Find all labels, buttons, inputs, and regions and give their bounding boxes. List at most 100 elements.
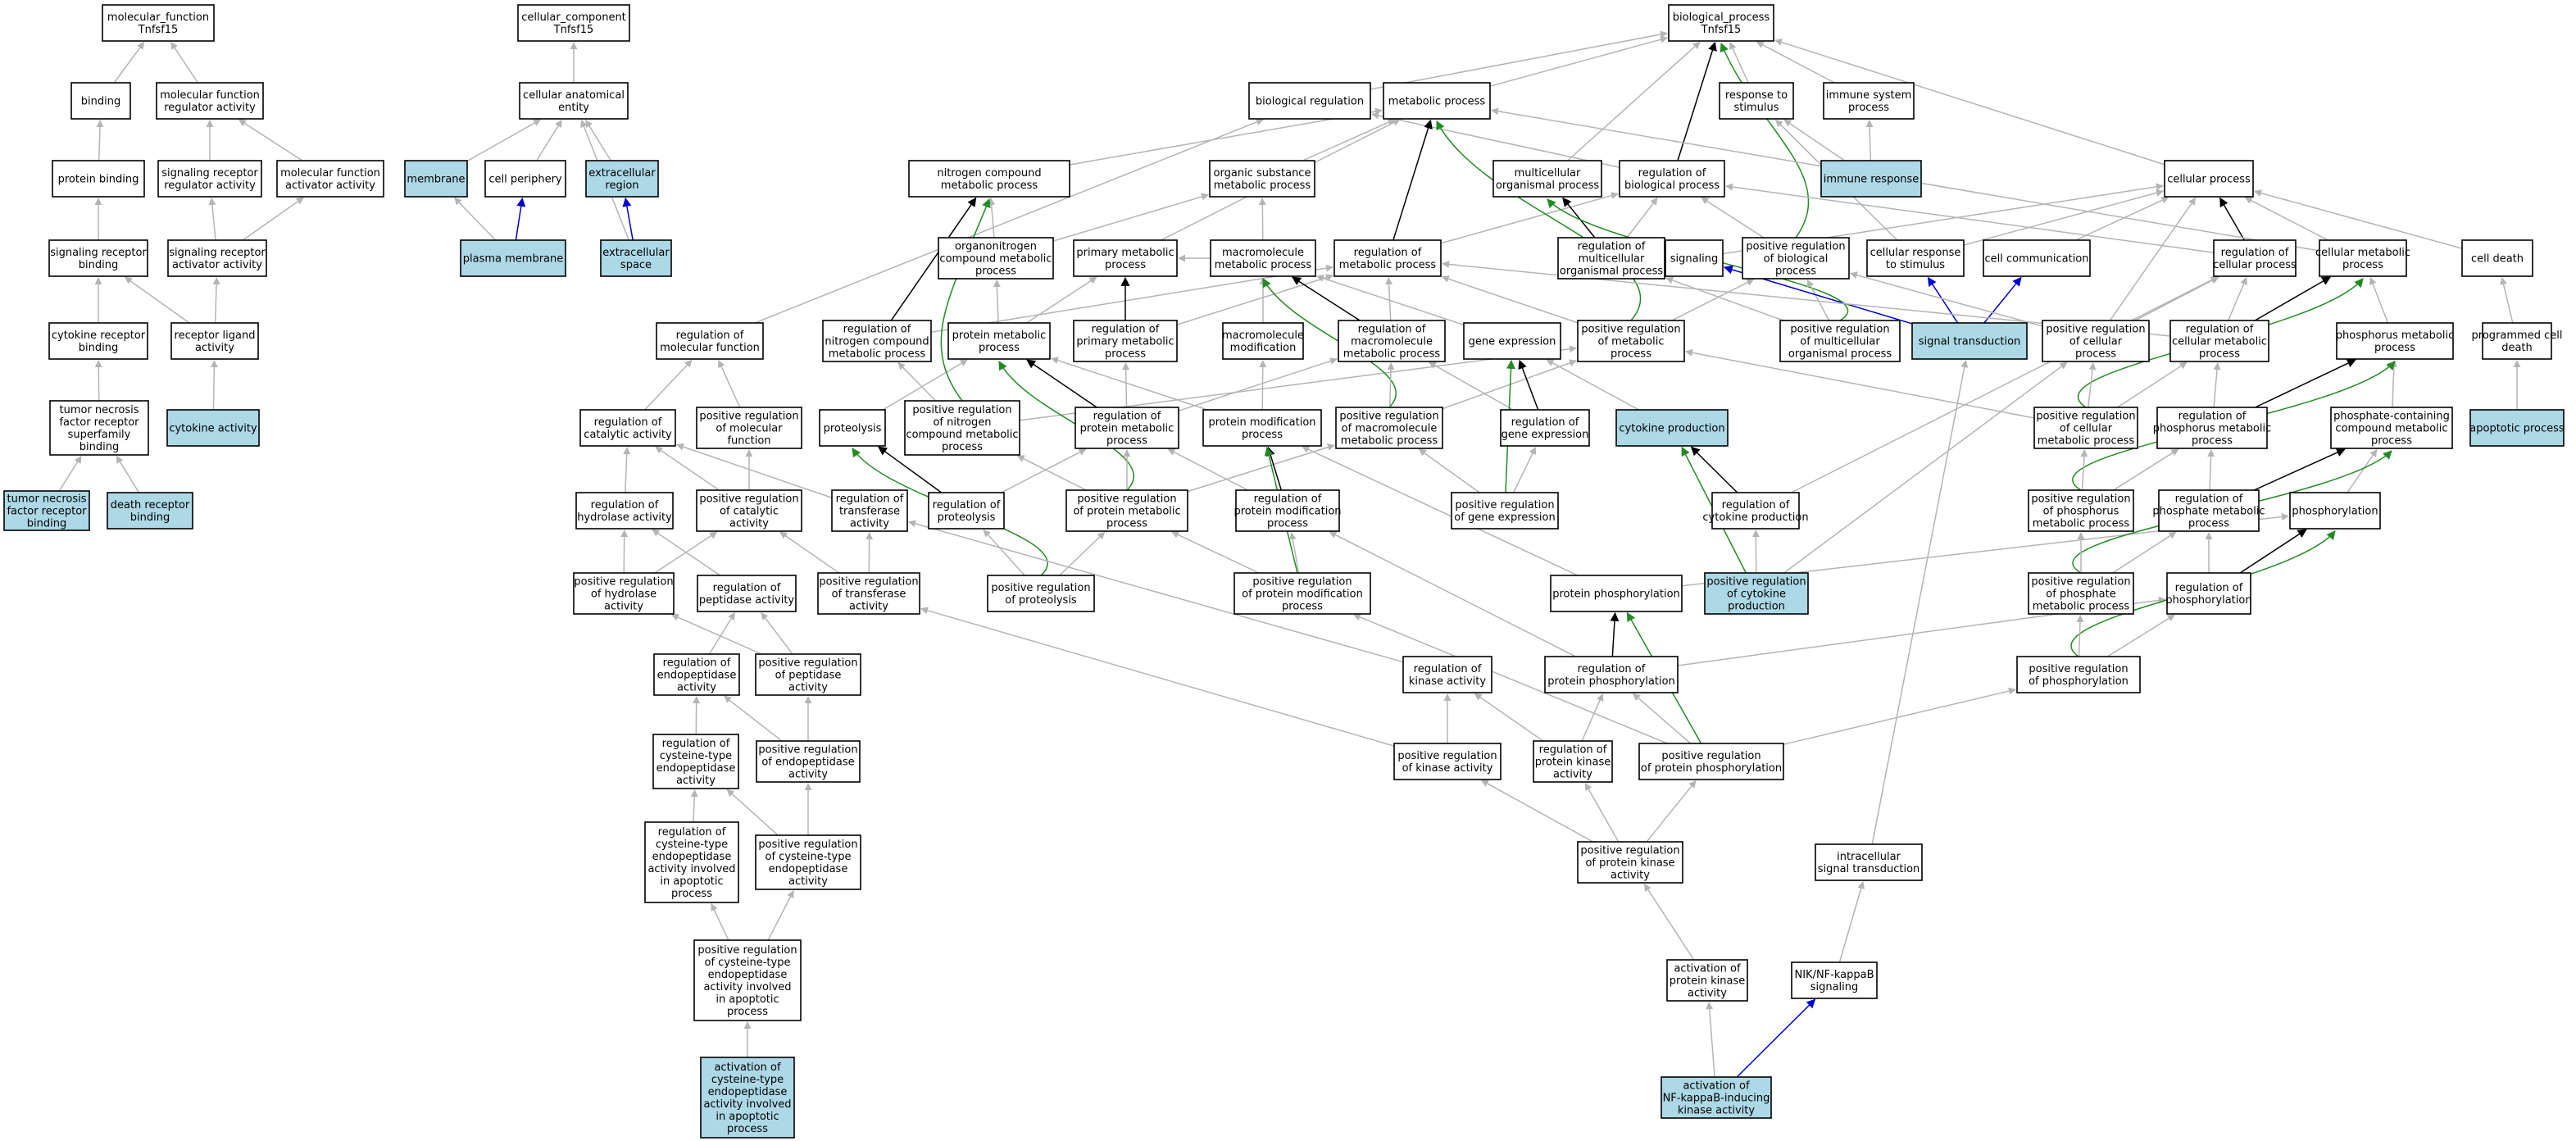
go-term-node[interactable]: proteolysis (819, 409, 886, 447)
go-term-node[interactable]: biological regulation (1248, 82, 1371, 120)
go-term-node[interactable]: protein binding (52, 160, 145, 198)
go-term-node[interactable]: cellular process (2164, 160, 2254, 198)
go-term-node[interactable]: regulation ofcysteine-typeendopeptidasea… (644, 821, 739, 903)
go-term-node[interactable]: signal transduction (1911, 322, 2028, 360)
go-term-node[interactable]: protein phosphorylation (1550, 575, 1683, 612)
go-term-node[interactable]: binding (70, 82, 131, 120)
go-term-node[interactable]: cell periphery (484, 160, 566, 198)
go-term-node[interactable]: regulation ofcysteine-typeendopeptidasea… (652, 734, 739, 789)
go-term-node[interactable]: immune response (1820, 160, 1922, 198)
go-term-node[interactable]: signaling (1665, 239, 1724, 277)
go-term-node[interactable]: metabolic process (1383, 82, 1491, 120)
go-term-node[interactable]: activation ofcysteine-typeendopeptidasea… (700, 1057, 795, 1139)
go-term-node[interactable]: cytokine production (1615, 409, 1729, 447)
go-term-node[interactable]: cell communication (1983, 239, 2091, 277)
go-term-node[interactable]: apoptotic process (2469, 409, 2565, 447)
go-term-node[interactable]: phosphorylation (2289, 492, 2381, 530)
go-term-node[interactable]: gene expression (1463, 322, 1561, 360)
go-term-node[interactable]: cytokine activity (166, 409, 260, 447)
go-term-node[interactable]: plasma membrane (460, 239, 566, 277)
go-term-node[interactable]: cell death (2461, 239, 2533, 277)
